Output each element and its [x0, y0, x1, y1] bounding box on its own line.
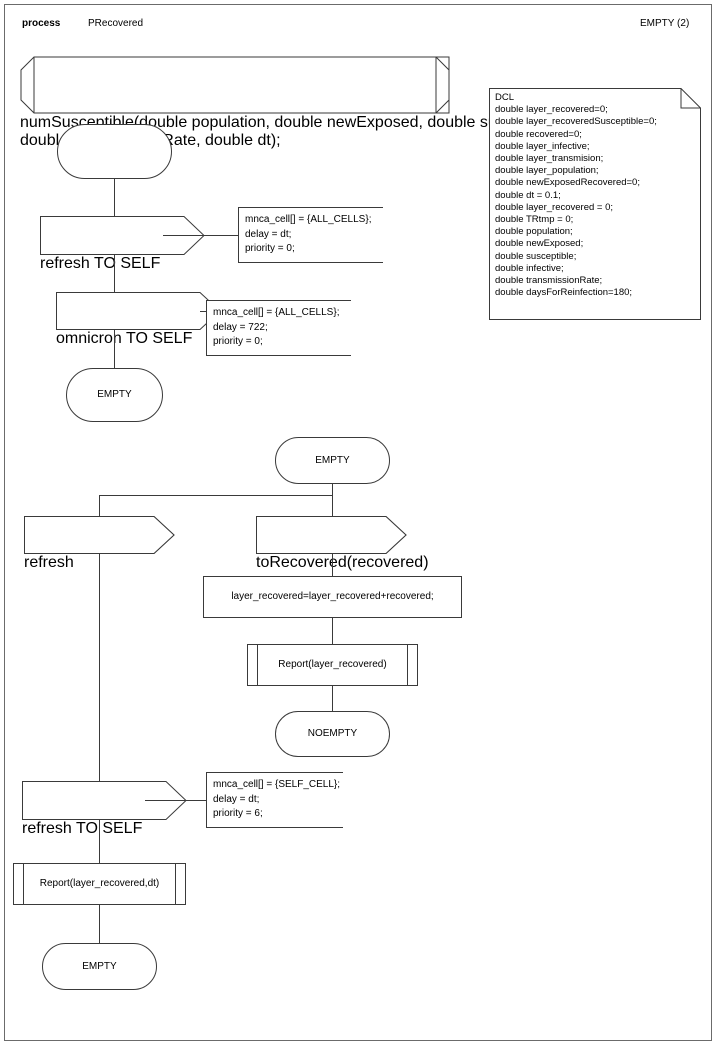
procedure-right-bar	[407, 645, 408, 685]
procedure-report-layer-recovered-dt-label: Report(layer_recovered,dt)	[39, 878, 160, 890]
connector-task-to-procedure	[332, 618, 333, 644]
comment-link-2	[200, 311, 206, 312]
comment-link-3	[145, 800, 206, 801]
connector-split-horizontal	[99, 495, 333, 496]
comment-refresh-2-text: mnca_cell[] = {SELF_CELL}; delay = dt; p…	[213, 779, 341, 819]
output-refresh-to-self-2-label: refresh TO SELF	[22, 820, 143, 837]
state-empty-c[interactable]: EMPTY	[42, 943, 157, 990]
comment-refresh-1: mnca_cell[] = {ALL_CELLS}; delay = dt; p…	[238, 207, 383, 263]
state-empty-a-label: EMPTY	[97, 389, 132, 401]
connector-output2-to-state	[114, 330, 115, 368]
process-name: PRecovered	[88, 18, 144, 29]
comment-omnicron-text: mnca_cell[] = {ALL_CELLS}; delay = 722; …	[213, 307, 340, 347]
state-empty-c-label: EMPTY	[82, 960, 117, 972]
output-omnicron-to-self-label: omnicron TO SELF	[56, 330, 193, 347]
state-empty-a[interactable]: EMPTY	[66, 368, 163, 422]
connector-start-to-output1	[114, 179, 115, 216]
procedure-report-layer-recovered-label: Report(layer_recovered)	[278, 659, 387, 671]
input-to-recovered-label: toRecovered(recovered)	[256, 554, 429, 571]
input-refresh[interactable]: refresh	[24, 516, 175, 572]
input-refresh-label: refresh	[24, 554, 74, 571]
comment-omnicron: mnca_cell[] = {ALL_CELLS}; delay = 722; …	[206, 300, 351, 356]
declaration-note: DCL double layer_recovered=0; double lay…	[489, 88, 701, 320]
task-layer-recovered-label: layer_recovered=layer_recovered+recovere…	[231, 591, 434, 603]
declaration-text: DCL double layer_recovered=0; double lay…	[495, 92, 657, 299]
output-refresh-to-self-1[interactable]: refresh TO SELF	[40, 216, 205, 273]
output-refresh-to-self-2[interactable]: refresh TO SELF	[22, 781, 187, 838]
connector-report2-to-empty	[99, 905, 100, 943]
output-refresh-to-self-1-label: refresh TO SELF	[40, 255, 161, 272]
procedure-report-layer-recovered-dt[interactable]: Report(layer_recovered,dt)	[13, 863, 186, 905]
note-outline	[489, 88, 701, 320]
connector-split-left-down	[99, 495, 100, 516]
process-keyword: process	[22, 18, 61, 29]
procedure-left-bar-2	[23, 864, 24, 904]
comment-refresh-2: mnca_cell[] = {SELF_CELL}; delay = dt; p…	[206, 772, 343, 828]
state-start-label	[58, 125, 171, 178]
state-start[interactable]	[57, 124, 172, 179]
comment-refresh-1-text: mnca_cell[] = {ALL_CELLS}; delay = dt; p…	[245, 214, 372, 254]
diagram-frame	[4, 4, 712, 1041]
input-to-recovered[interactable]: toRecovered(recovered)	[256, 516, 429, 572]
state-noempty-label: NOEMPTY	[307, 728, 358, 740]
procedure-report-layer-recovered[interactable]: Report(layer_recovered)	[247, 644, 418, 686]
page-label: EMPTY (2)	[640, 18, 690, 29]
output-omnicron-to-self[interactable]: omnicron TO SELF	[56, 292, 221, 348]
connector-input-to-task	[332, 554, 333, 576]
task-layer-recovered[interactable]: layer_recovered=layer_recovered+recovere…	[203, 576, 462, 618]
state-empty-b-label: EMPTY	[315, 454, 350, 466]
connector-procedure-to-noempty	[332, 686, 333, 711]
procedure-right-bar-2	[175, 864, 176, 904]
comment-link-1	[163, 235, 238, 236]
state-empty-b[interactable]: EMPTY	[275, 437, 390, 484]
connector-refresh-down	[99, 554, 100, 781]
connector-state-b-down	[332, 484, 333, 516]
connector-output-to-report2	[99, 820, 100, 863]
state-noempty[interactable]: NOEMPTY	[275, 711, 390, 757]
procedure-left-bar	[257, 645, 258, 685]
connector-output1-to-output2	[114, 255, 115, 292]
